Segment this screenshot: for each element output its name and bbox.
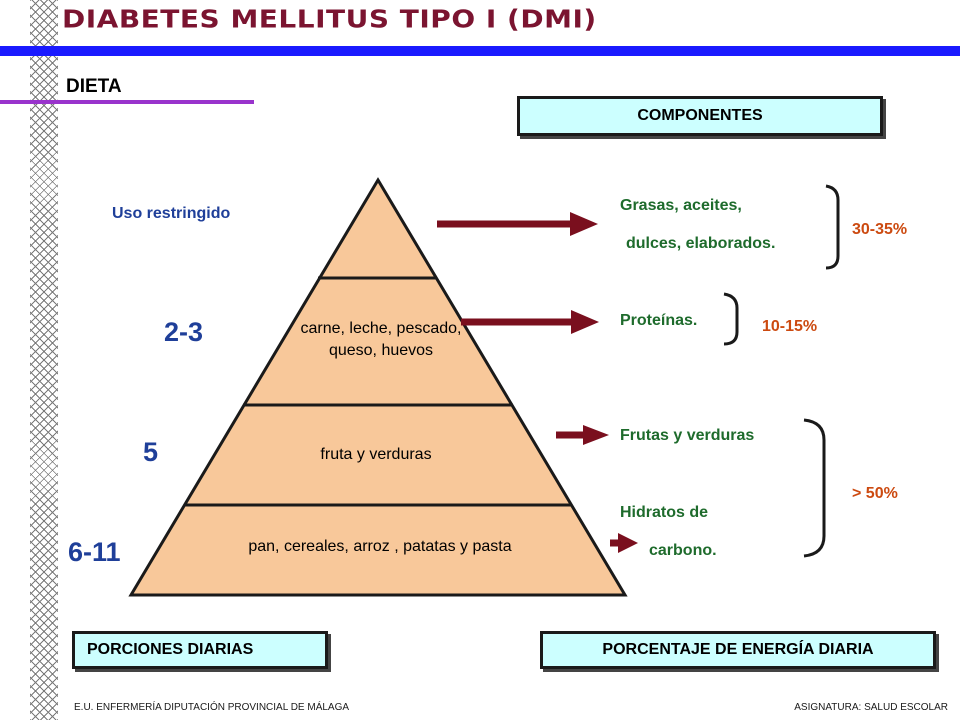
arrow-fats [437, 212, 598, 236]
section-label: DIETA [66, 76, 122, 97]
bracket-proteins [723, 292, 739, 346]
pyramid-level-fruits: fruta y verduras [320, 446, 432, 463]
footer-institution: E.U. ENFERMERÍA DIPUTACIÓN PROVINCIAL DE… [74, 702, 350, 713]
arrow-proteins [461, 310, 599, 334]
portion-cereals: 6-11 [68, 537, 121, 567]
section-underline-bar [0, 100, 254, 104]
components-header-box: COMPONENTES [517, 96, 883, 136]
footer-course: ASIGNATURA: SALUD ESCOLAR [794, 702, 948, 713]
component-carbs-line1: Hidratos de [620, 504, 709, 521]
component-fruits: Frutas y verduras [620, 427, 755, 444]
arrow-fruits [556, 425, 609, 445]
restricted-use-label: Uso restringido [112, 205, 231, 222]
page-title: DIABETES MELLITUS TIPO I (DMI) [62, 4, 597, 34]
title-underline-bar [0, 46, 960, 56]
percentage-carbohydrates: > 50% [852, 485, 898, 502]
pyramid-level-cereals: pan, cereales, arroz , patatas y pasta [248, 538, 512, 555]
component-proteins: Proteínas. [620, 312, 698, 329]
bracket-carbohydrates [803, 418, 826, 558]
decorative-stripe [30, 0, 58, 720]
pyramid-shape [128, 177, 628, 597]
pyramid-level-proteins: carne, leche, pescado, queso, huevos [300, 320, 462, 359]
daily-portions-box: PORCIONES DIARIAS [72, 631, 328, 669]
component-fats-line2: dulces, elaborados. [626, 235, 776, 252]
daily-energy-box: PORCENTAJE DE ENERGÍA DIARIA [540, 631, 936, 669]
component-carbs-line2: carbono. [649, 542, 717, 559]
arrow-carbs [610, 533, 638, 553]
percentage-proteins: 10-15% [762, 318, 818, 335]
bracket-fats [825, 184, 840, 270]
percentage-fats: 30-35% [852, 221, 908, 238]
portion-fruits: 5 [143, 437, 159, 467]
portion-proteins: 2-3 [164, 317, 204, 347]
component-fats-line1: Grasas, aceites, [620, 197, 742, 214]
